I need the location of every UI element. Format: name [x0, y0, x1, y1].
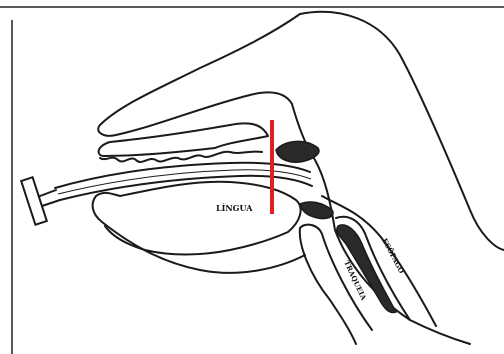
tube-connector-neck — [40, 190, 60, 206]
tongue-label: LÍNGUA — [216, 203, 253, 213]
back-of-neck — [322, 196, 436, 326]
vocal-cord-blob — [300, 202, 333, 219]
upper-jaw-outline — [98, 14, 300, 136]
epiglottis — [276, 141, 319, 162]
upper-teeth — [100, 152, 262, 162]
esophagus-label: ESÔFAGO — [380, 237, 406, 275]
tongue-outline — [96, 182, 301, 255]
upper-palate — [292, 104, 470, 344]
tube-lower — [60, 176, 312, 200]
upper-lip — [99, 123, 268, 156]
tube-connector — [21, 177, 47, 224]
